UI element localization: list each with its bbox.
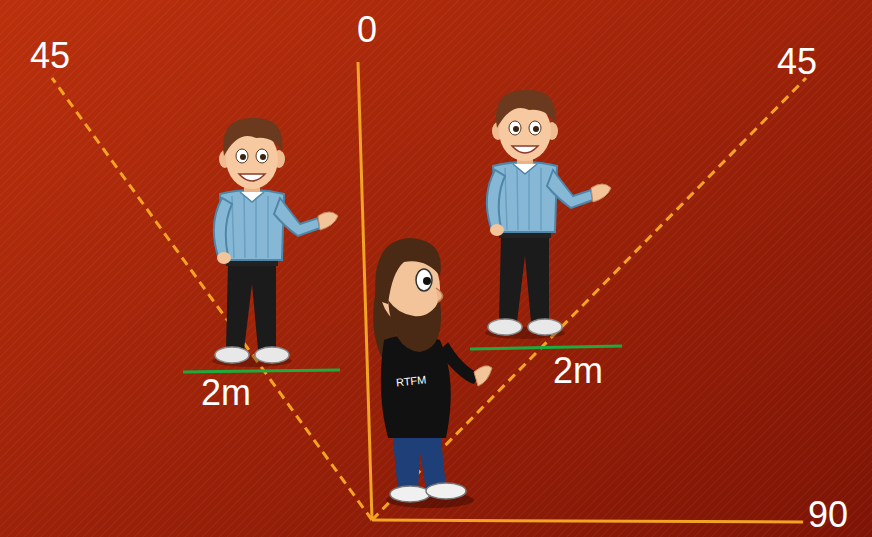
angle-label: 90 xyxy=(808,497,848,533)
angle-label: 0 xyxy=(357,12,377,48)
angle-label: 45 xyxy=(777,44,817,80)
angle-label: 45 xyxy=(30,38,70,74)
dimension-label: 2m xyxy=(201,375,251,411)
dimension-label: 2m xyxy=(553,353,603,389)
